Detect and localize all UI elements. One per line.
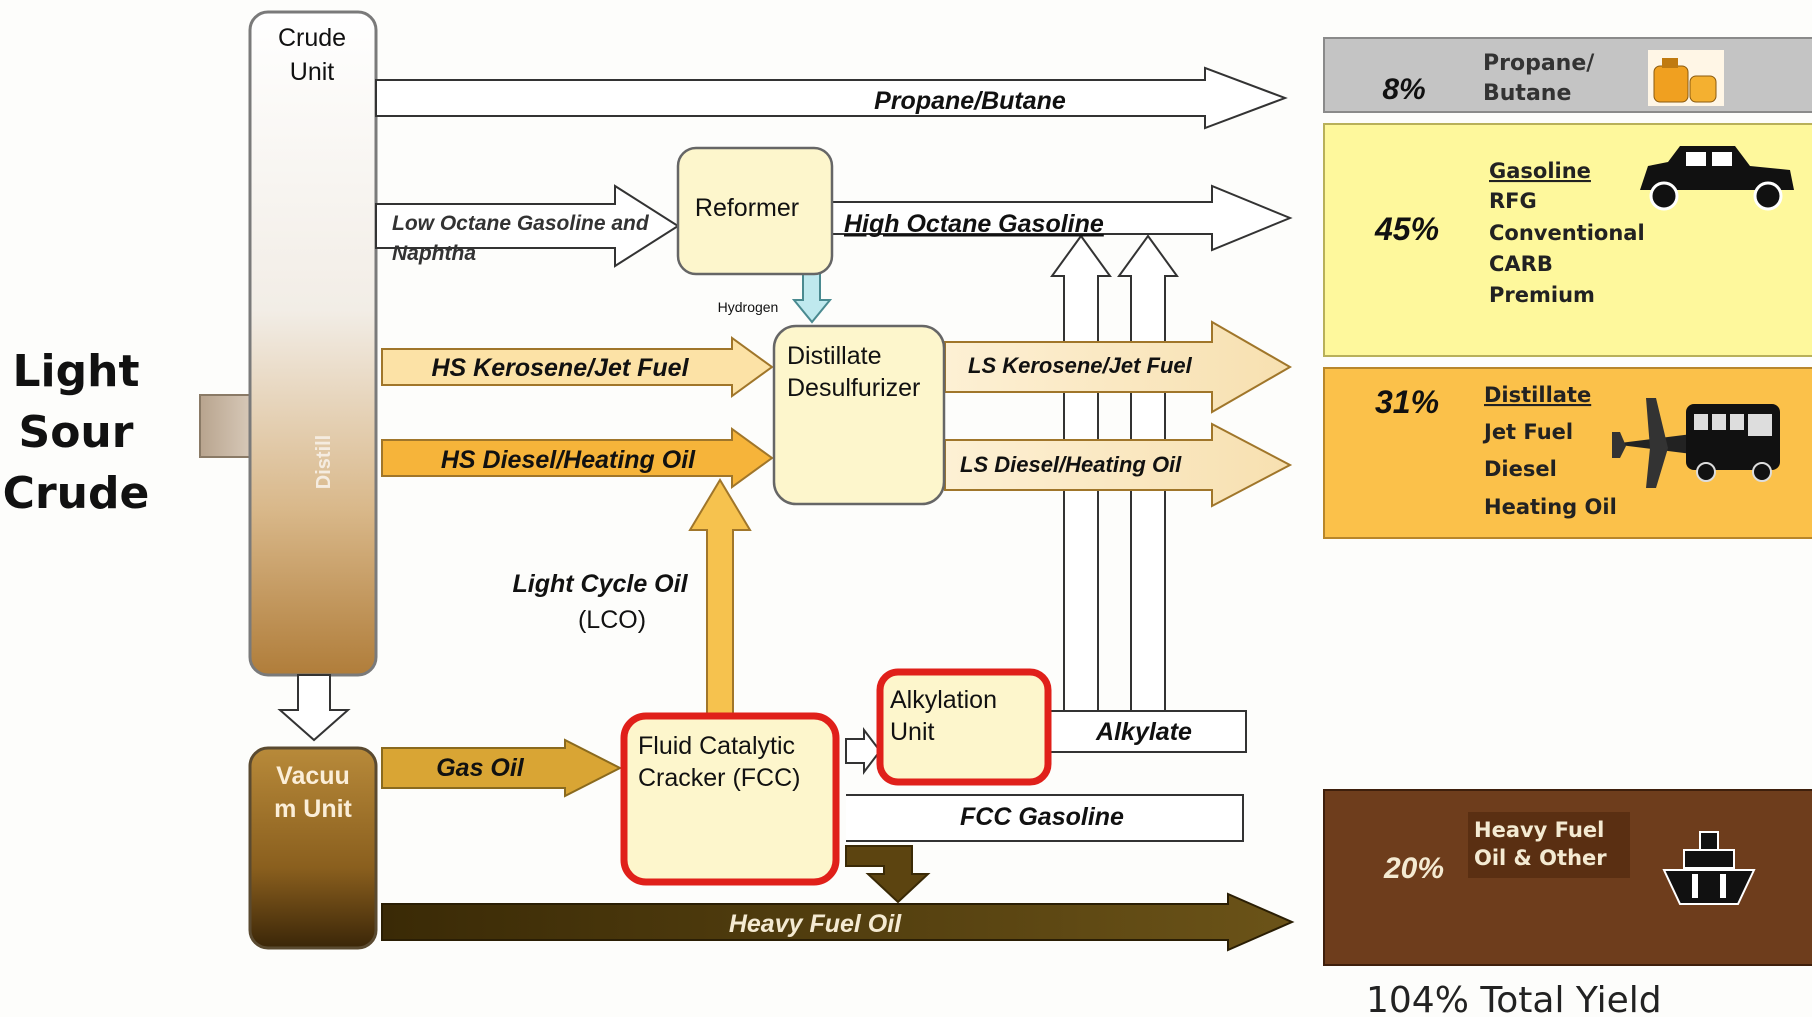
- alkylate-label: Alkylate: [1095, 718, 1192, 746]
- hydrogen-label: Hydrogen: [718, 299, 779, 315]
- propane-pct: 8%: [1382, 73, 1425, 106]
- crude-to-vacuum-arrow: [277, 674, 351, 742]
- fcc-label-l2: Cracker (FCC): [638, 764, 801, 792]
- propane-tank-icon: [1648, 50, 1724, 106]
- heavy-pct: 20%: [1383, 852, 1444, 885]
- reformer-box: [676, 146, 834, 276]
- feed-label-line2: Sour: [19, 407, 134, 458]
- vacuum-unit-label-l2: m Unit: [274, 795, 352, 823]
- reformer-label: Reformer: [695, 194, 799, 222]
- propane-label-l1: Propane/: [1483, 51, 1595, 76]
- alkylation-label-l2: Unit: [890, 718, 935, 746]
- fcc-to-heavy-fuel-arrow: [845, 845, 931, 904]
- propane-butane-arrow: [375, 66, 1288, 130]
- high-octane-label: High Octane Gasoline: [844, 210, 1104, 238]
- ls-diesel-label: LS Diesel/Heating Oil: [960, 452, 1182, 477]
- hydrogen-arrow: [791, 271, 833, 324]
- feed-label-line3: Crude: [3, 468, 150, 519]
- distillate-item-2: Heating Oil: [1484, 495, 1617, 519]
- propane-butane-stream-label: Propane/Butane: [874, 87, 1066, 115]
- gasoline-item-0: RFG: [1489, 189, 1537, 213]
- crude-unit-label-l1: Crude: [278, 24, 346, 52]
- gasoline-item-1: Conventional: [1489, 221, 1645, 245]
- alkylation-box: [876, 668, 1052, 786]
- distill-label: Distill: [313, 435, 335, 489]
- gasoline-item-3: Premium: [1489, 283, 1595, 307]
- heavy-label-l2: Oil & Other: [1474, 846, 1607, 870]
- heavy-fuel-oil-label: Heavy Fuel Oil: [729, 910, 902, 938]
- ls-kerosene-label: LS Kerosene/Jet Fuel: [968, 353, 1193, 378]
- total-yield: 104% Total Yield: [1366, 980, 1662, 1017]
- ship-icon: [1662, 831, 1756, 905]
- airplane-icon: [1612, 398, 1698, 488]
- desulfurizer-box: [772, 324, 946, 506]
- fcc-box: [620, 712, 840, 886]
- gasoline-pct: 45%: [1374, 211, 1439, 247]
- hs-kerosene-arrow: [381, 336, 774, 398]
- low-octane-gasoline-arrow: [375, 184, 680, 268]
- fcc-label-l1: Fluid Catalytic: [638, 732, 795, 760]
- car-icon: [1640, 146, 1794, 211]
- distillate-title: Distillate: [1484, 383, 1591, 407]
- feed-label-line1: Light: [13, 346, 140, 397]
- desulfurizer-label-l2: Desulfurizer: [787, 374, 920, 402]
- alkylate-stream: [1043, 710, 1247, 753]
- gasoline-item-2: CARB: [1489, 252, 1553, 276]
- distillate-item-0: Jet Fuel: [1482, 420, 1573, 444]
- bus-icon: [1686, 404, 1780, 482]
- ls-kerosene-arrow: [944, 320, 1293, 414]
- gasoline-title: Gasoline: [1489, 159, 1591, 183]
- hs-diesel-arrow: [381, 427, 774, 489]
- crude-unit-column: [248, 10, 378, 677]
- vacuum-unit-label-l1: Vacuu: [276, 762, 350, 790]
- heavy-label-backdrop: [1468, 812, 1630, 878]
- desulfurizer-label-l1: Distillate: [787, 342, 881, 370]
- crude-unit-label-l2: Unit: [290, 58, 335, 86]
- heavy-label-l1: Heavy Fuel: [1474, 818, 1604, 842]
- vacuum-unit-column: [248, 746, 378, 950]
- light-cycle-oil-arrow: [688, 478, 752, 719]
- heavy-fuel-oil-arrow: [381, 892, 1295, 952]
- propane-label-l2: Butane: [1483, 81, 1571, 106]
- low-octane-label-l1: Low Octane Gasoline and: [392, 212, 650, 235]
- fcc-gasoline-label: FCC Gasoline: [960, 803, 1124, 831]
- ls-diesel-arrow: [944, 422, 1293, 508]
- lco-label-l2: (LCO): [578, 606, 646, 634]
- gas-oil-arrow: [381, 738, 623, 798]
- fcc-to-alkylation-arrow: [845, 727, 882, 775]
- lco-label-l1: Light Cycle Oil: [512, 570, 688, 598]
- propane-panel: [1323, 37, 1812, 113]
- hs-kerosene-label: HS Kerosene/Jet Fuel: [431, 354, 689, 382]
- hs-diesel-label: HS Diesel/Heating Oil: [441, 446, 696, 474]
- distillate-pct: 31%: [1375, 384, 1439, 420]
- fcc-gasoline-stream: [846, 794, 1244, 842]
- high-octane-gasoline-arrow: [829, 184, 1293, 252]
- low-octane-label-l2: Naphtha: [392, 242, 476, 265]
- gas-oil-label: Gas Oil: [436, 754, 525, 782]
- distillate-item-1: Diesel: [1484, 457, 1557, 481]
- alkylation-label-l1: Alkylation: [890, 686, 997, 714]
